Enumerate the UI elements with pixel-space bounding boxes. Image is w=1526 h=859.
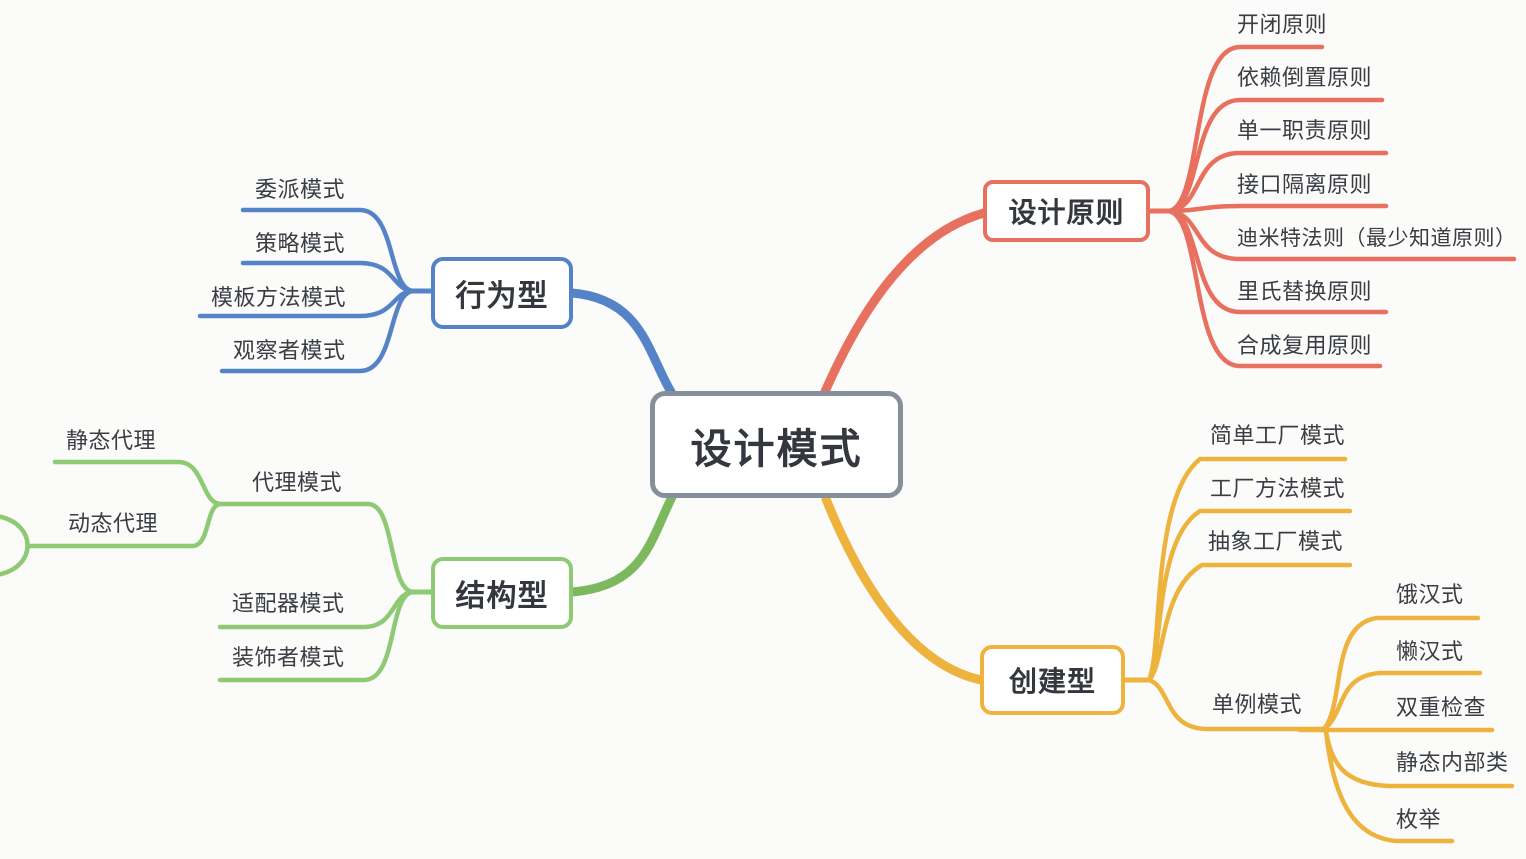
leaf-interface-segregation-principle[interactable]: 接口隔离原则 bbox=[1237, 172, 1373, 197]
edge-static-proxy bbox=[52, 459, 224, 507]
edge-root-to-creational bbox=[821, 494, 986, 685]
branch-node-behavioral[interactable]: 行为型 bbox=[431, 257, 573, 329]
edge-abstract-factory bbox=[1146, 562, 1353, 683]
edge-root-to-behavioral bbox=[567, 288, 679, 402]
edge-root-to-principles bbox=[819, 208, 989, 399]
edge-enum bbox=[1323, 728, 1455, 844]
leaf-single-responsibility-principle[interactable]: 单一职责原则 bbox=[1237, 118, 1373, 143]
leaf-singleton-pattern[interactable]: 单例模式 bbox=[1212, 692, 1303, 717]
leaf-observer-pattern[interactable]: 观察者模式 bbox=[233, 338, 346, 363]
edge-lazy-init bbox=[1321, 670, 1483, 732]
leaf-adapter-pattern[interactable]: 适配器模式 bbox=[232, 591, 345, 616]
leaf-open-closed-principle[interactable]: 开闭原则 bbox=[1237, 12, 1328, 37]
edge-left-cropped-arc bbox=[0, 514, 30, 577]
leaf-lazy-initialization[interactable]: 懒汉式 bbox=[1396, 639, 1464, 664]
leaf-law-of-demeter[interactable]: 迪米特法则（最少知道原则） bbox=[1237, 227, 1517, 250]
leaf-simple-factory-pattern[interactable]: 简单工厂模式 bbox=[1210, 423, 1346, 448]
leaf-dynamic-proxy[interactable]: 动态代理 bbox=[68, 511, 159, 536]
edge-root-to-structural bbox=[567, 492, 677, 597]
leaf-liskov-substitution-principle[interactable]: 里氏替换原则 bbox=[1237, 279, 1373, 304]
leaf-enum[interactable]: 枚举 bbox=[1396, 807, 1442, 832]
edge-interface-segregation bbox=[1165, 203, 1389, 214]
edge-factory-method bbox=[1146, 508, 1353, 683]
leaf-template-method-pattern[interactable]: 模板方法模式 bbox=[211, 285, 347, 310]
edge-single-responsibility bbox=[1165, 150, 1389, 214]
leaf-composite-reuse-principle[interactable]: 合成复用原则 bbox=[1237, 333, 1373, 358]
edge-observer bbox=[219, 288, 417, 374]
leaf-double-checked-locking[interactable]: 双重检查 bbox=[1396, 695, 1487, 720]
leaf-static-inner-class[interactable]: 静态内部类 bbox=[1396, 750, 1509, 775]
edge-dynamic-proxy bbox=[25, 501, 224, 549]
edge-singleton bbox=[1146, 677, 1327, 732]
root-node-design-patterns[interactable]: 设计模式 bbox=[650, 391, 903, 498]
edge-proxy bbox=[219, 501, 417, 595]
leaf-static-proxy[interactable]: 静态代理 bbox=[66, 428, 157, 453]
branch-node-structural[interactable]: 结构型 bbox=[431, 557, 573, 629]
edge-dependency-inversion bbox=[1165, 97, 1385, 214]
leaf-eager-initialization[interactable]: 饿汉式 bbox=[1396, 582, 1464, 607]
leaf-factory-method-pattern[interactable]: 工厂方法模式 bbox=[1210, 476, 1346, 501]
leaf-delegate-pattern[interactable]: 委派模式 bbox=[255, 177, 346, 202]
branch-node-design-principles[interactable]: 设计原则 bbox=[983, 180, 1150, 242]
leaf-proxy-pattern[interactable]: 代理模式 bbox=[252, 470, 343, 495]
edge-decorator bbox=[217, 589, 417, 683]
edge-composite-reuse bbox=[1165, 208, 1383, 369]
leaf-dependency-inversion-principle[interactable]: 依赖倒置原则 bbox=[1237, 65, 1373, 90]
branch-node-creational[interactable]: 创建型 bbox=[980, 645, 1125, 715]
edge-eager-init bbox=[1321, 615, 1481, 732]
leaf-abstract-factory-pattern[interactable]: 抽象工厂模式 bbox=[1208, 529, 1344, 554]
leaf-strategy-pattern[interactable]: 策略模式 bbox=[255, 231, 346, 256]
leaf-decorator-pattern[interactable]: 装饰者模式 bbox=[232, 645, 345, 670]
